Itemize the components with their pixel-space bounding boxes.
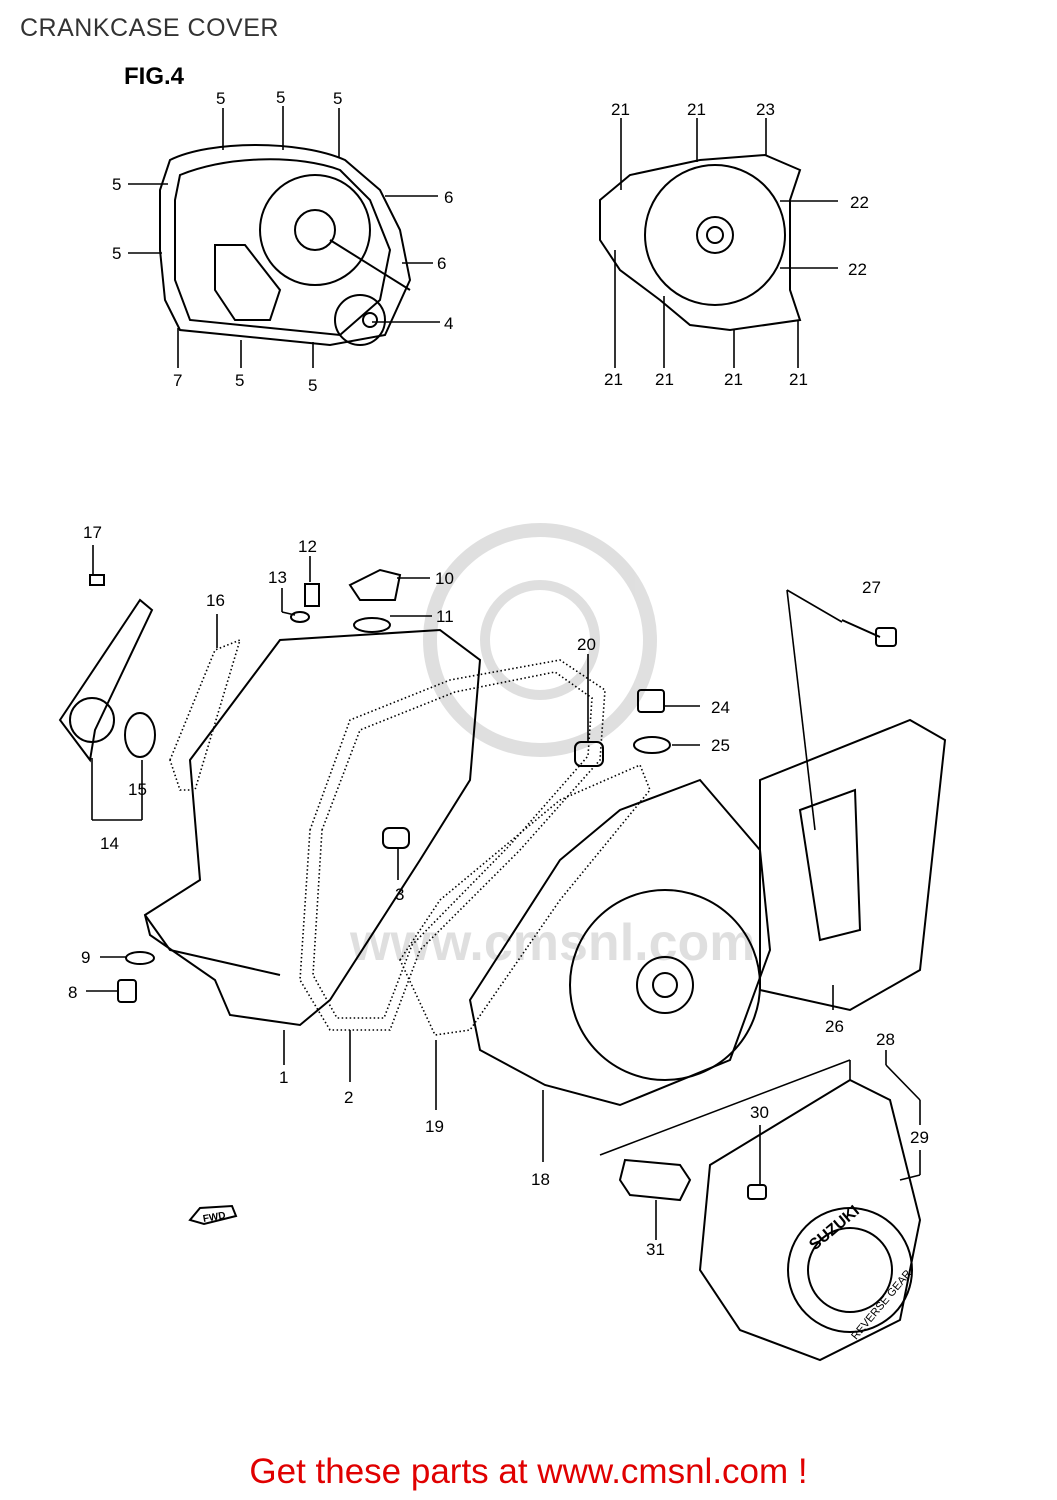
callout-28: 28 (876, 1030, 895, 1049)
fig4-magneto-cover (599, 153, 802, 332)
callout-17: 17 (83, 523, 102, 542)
callout-6: 6 (444, 188, 453, 207)
callout-16: 16 (206, 591, 225, 610)
callout-21: 21 (611, 100, 630, 119)
callout-22: 22 (848, 260, 867, 279)
callout-5: 5 (112, 175, 121, 194)
watermark-logo: www.cmsnl.com (349, 523, 756, 972)
callout-21: 21 (604, 370, 623, 389)
callout-19: 19 (425, 1117, 444, 1136)
main-leaders (86, 545, 921, 1240)
crankcase-assembly: SUZUKI REVERSE GEAR FWD (58, 568, 947, 1362)
fig4-left-callouts: 5 5 5 5 5 6 6 4 7 5 5 (112, 88, 453, 395)
callout-21: 21 (655, 370, 674, 389)
figure-label: FIG.4 (124, 63, 185, 90)
callout-22: 22 (850, 193, 869, 212)
callout-5: 5 (216, 89, 225, 108)
callout-4: 4 (444, 314, 453, 333)
callout-23: 23 (756, 100, 775, 119)
callout-2: 2 (344, 1088, 353, 1107)
callout-26: 26 (825, 1017, 844, 1036)
callout-18: 18 (531, 1170, 550, 1189)
callout-21: 21 (789, 370, 808, 389)
cmsnl-footer-link[interactable]: Get these parts at www.cmsnl.com ! (249, 1452, 808, 1491)
callout-30: 30 (750, 1103, 769, 1122)
callout-11: 11 (436, 607, 454, 626)
callout-5: 5 (112, 244, 121, 263)
fwd-label: FWD (202, 1210, 226, 1225)
callout-10: 10 (435, 569, 454, 588)
callout-12: 12 (298, 537, 317, 556)
callout-14: 14 (100, 834, 119, 853)
callout-21: 21 (687, 100, 706, 119)
callout-5: 5 (276, 88, 285, 107)
fig4-right-callouts: 21 21 23 22 22 21 21 21 21 (604, 100, 869, 389)
main-callouts: 17 12 13 10 11 16 20 27 24 25 15 14 3 9 … (68, 523, 929, 1259)
callout-1: 1 (279, 1068, 288, 1087)
callout-25: 25 (711, 736, 730, 755)
callout-7: 7 (173, 371, 182, 390)
exploded-parts-diagram: www.cmsnl.com FIG.4 5 5 5 5 5 6 6 4 7 5 (58, 63, 947, 1362)
fig4-left-leaders (128, 106, 440, 368)
callout-5: 5 (308, 376, 317, 395)
callout-15: 15 (128, 780, 147, 799)
callout-27: 27 (862, 578, 881, 597)
callout-13: 13 (268, 568, 287, 587)
callout-5: 5 (333, 89, 342, 108)
callout-20: 20 (577, 635, 596, 654)
fig4-right-leaders (614, 118, 838, 368)
cover-text-reverse: REVERSE GEAR (849, 1268, 914, 1342)
fig4-clutch-cover (159, 144, 412, 347)
callout-8: 8 (68, 983, 77, 1002)
callout-6: 6 (437, 254, 446, 273)
watermark-text: www.cmsnl.com (349, 914, 756, 972)
callout-31: 31 (646, 1240, 665, 1259)
callout-9: 9 (81, 948, 90, 967)
callout-24: 24 (711, 698, 730, 717)
page-title: CRANKCASE COVER (20, 14, 279, 42)
callout-21: 21 (724, 370, 743, 389)
callout-3: 3 (395, 885, 404, 904)
callout-5: 5 (235, 371, 244, 390)
callout-29: 29 (910, 1128, 929, 1147)
